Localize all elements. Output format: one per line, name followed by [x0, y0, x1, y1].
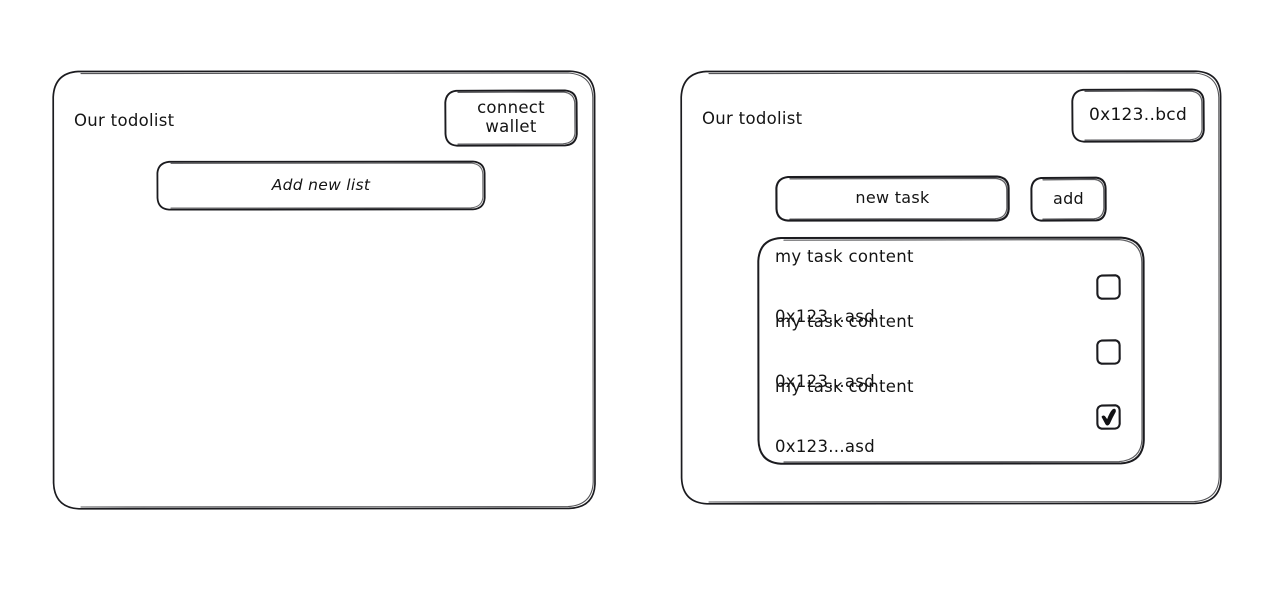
- add-task-button[interactable]: add: [1030, 176, 1107, 222]
- connect-wallet-button[interactable]: connect wallet: [444, 89, 578, 147]
- task-owner: 0x123...asd: [775, 306, 875, 326]
- task-owner: 0x123...asd: [775, 436, 875, 456]
- task-list: my task content 0x123...asd my task cont…: [757, 236, 1145, 465]
- task-text: my task content 0x123...asd: [775, 273, 914, 430]
- task-text: my task content 0x123...asd: [775, 208, 914, 365]
- checkbox-empty-icon[interactable]: [1096, 339, 1121, 365]
- task-content: my task content: [775, 247, 914, 267]
- task-content: my task content: [775, 377, 914, 397]
- page-title: Our todolist: [74, 111, 175, 130]
- checkbox-checked-icon[interactable]: [1096, 404, 1121, 430]
- checkbox-empty-icon[interactable]: [1096, 274, 1121, 300]
- wallet-address-label: 0x123..bcd: [1088, 104, 1188, 125]
- add-new-list-label: Add new list: [271, 175, 371, 194]
- task-row[interactable]: my task content 0x123...asd: [775, 247, 1127, 326]
- connect-wallet-label: connect wallet: [477, 98, 545, 136]
- add-new-list-button[interactable]: Add new list: [156, 160, 486, 211]
- task-content: my task content: [775, 312, 914, 332]
- task-row[interactable]: my task content 0x123...asd: [775, 377, 1127, 456]
- page-title: Our todolist: [702, 109, 803, 128]
- add-task-label: add: [1052, 188, 1085, 208]
- task-row[interactable]: my task content 0x123...asd: [775, 312, 1127, 391]
- task-text: my task content 0x123...asd: [775, 338, 914, 495]
- task-owner: 0x123...asd: [775, 371, 875, 391]
- new-task-input-value: new task: [855, 188, 930, 208]
- wallet-address-button[interactable]: 0x123..bcd: [1071, 88, 1205, 143]
